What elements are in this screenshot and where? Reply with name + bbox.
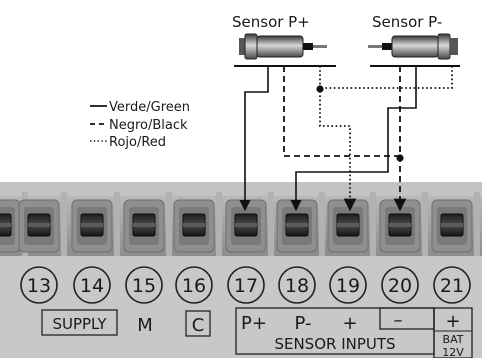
sensor-p-plus-label: Sensor P+	[232, 13, 310, 31]
terminal-number-circle	[433, 266, 471, 304]
terminal-separator	[319, 192, 325, 256]
legend: Verde/Green Negro/Black Rojo/Red	[90, 100, 190, 150]
sensor-p-plus-hex	[244, 33, 258, 60]
green-wire-p-minus	[290, 66, 417, 212]
c-box	[185, 310, 211, 337]
supply-label: SUPPLY	[52, 315, 107, 333]
terminal-screw	[431, 199, 473, 253]
terminal-separator	[474, 192, 480, 256]
sensor-p-minus-tip	[368, 45, 382, 48]
terminal-number: 15	[132, 275, 156, 297]
supply-box	[41, 309, 118, 336]
c-label: C	[192, 315, 205, 336]
terminal-number-circle	[125, 266, 163, 304]
legend-red-label: Rojo/Red	[109, 135, 166, 150]
terminal-separator	[61, 192, 67, 256]
terminal-number: 17	[234, 275, 258, 297]
terminal-labels: SUPPLY M C P+ P- + – SENSOR INPUTS + BAT…	[41, 307, 473, 358]
sensor-p-plus-cable	[303, 43, 313, 50]
terminal-number-circle	[73, 266, 111, 304]
terminal-separator	[370, 192, 376, 256]
legend-green-label: Verde/Green	[109, 100, 190, 115]
terminal-number-circle	[175, 266, 213, 304]
terminal-separator	[114, 192, 120, 256]
terminal-separator	[216, 192, 222, 256]
m-label: M	[137, 315, 153, 336]
sensor-p-plus: Sensor P+	[232, 13, 327, 60]
green-wire-p-plus	[239, 66, 269, 212]
minus-label: –	[394, 310, 403, 331]
bat-volt-label: 12V	[442, 346, 464, 358]
sensor-p-minus: Sensor P-	[368, 13, 458, 60]
terminal-strip-top	[0, 182, 482, 198]
bat-label: BAT	[443, 333, 464, 346]
terminal-screw	[71, 199, 113, 253]
sensor-inputs-label: SENSOR INPUTS	[274, 335, 395, 353]
terminal-number: 18	[285, 275, 309, 297]
black-junction	[396, 154, 404, 162]
terminal-strip	[0, 182, 482, 358]
terminal-number: 14	[80, 275, 104, 297]
terminal-numbers: 13 14 15 16 17 18 19 20 21	[20, 266, 471, 304]
sensor-p-minus-cable	[382, 43, 392, 50]
terminal-number-circle	[381, 266, 419, 304]
red-junction	[316, 85, 324, 93]
p-plus-label: P+	[241, 313, 267, 334]
terminal-number: 20	[388, 275, 412, 297]
sensor-p-plus-tip	[313, 45, 327, 48]
terminal-screw	[379, 199, 421, 253]
terminal-strip-base	[0, 256, 482, 358]
terminal-screw	[18, 199, 60, 253]
terminal-screw	[225, 199, 267, 253]
plus-label: +	[342, 313, 357, 334]
terminal-number: 19	[336, 275, 360, 297]
bat-plus-label: +	[445, 311, 460, 332]
black-wire-p-plus	[283, 66, 400, 157]
terminal-separator	[422, 192, 428, 256]
legend-black-label: Negro/Black	[109, 118, 188, 133]
terminal-number-circle	[227, 266, 265, 304]
sensor-p-minus-body	[391, 35, 439, 58]
sensor-p-plus-cap	[239, 38, 247, 55]
terminal-screw	[0, 199, 21, 253]
terminal-number: 13	[27, 275, 51, 297]
terminal-separator	[268, 192, 274, 256]
terminal-screw	[327, 199, 369, 253]
sensor-p-minus-label: Sensor P-	[372, 13, 442, 31]
terminal-screw	[123, 199, 165, 253]
terminal-screw	[276, 199, 318, 253]
terminal-number-circle	[329, 266, 367, 304]
terminal-screw	[173, 199, 215, 253]
terminal-number: 16	[182, 275, 206, 297]
terminal-number: 21	[440, 275, 464, 297]
p-minus-label: P-	[295, 313, 312, 334]
bat-box	[433, 307, 473, 358]
red-wire-p-minus	[320, 66, 453, 89]
sensor-p-plus-body	[256, 35, 304, 58]
terminal-number-circle	[278, 266, 316, 304]
sensor-p-minus-cap	[450, 38, 458, 55]
sensor-p-minus-hex	[437, 33, 451, 60]
red-wire-p-plus	[319, 66, 357, 212]
terminal-separator	[166, 192, 172, 256]
terminal-number-circle	[20, 266, 58, 304]
